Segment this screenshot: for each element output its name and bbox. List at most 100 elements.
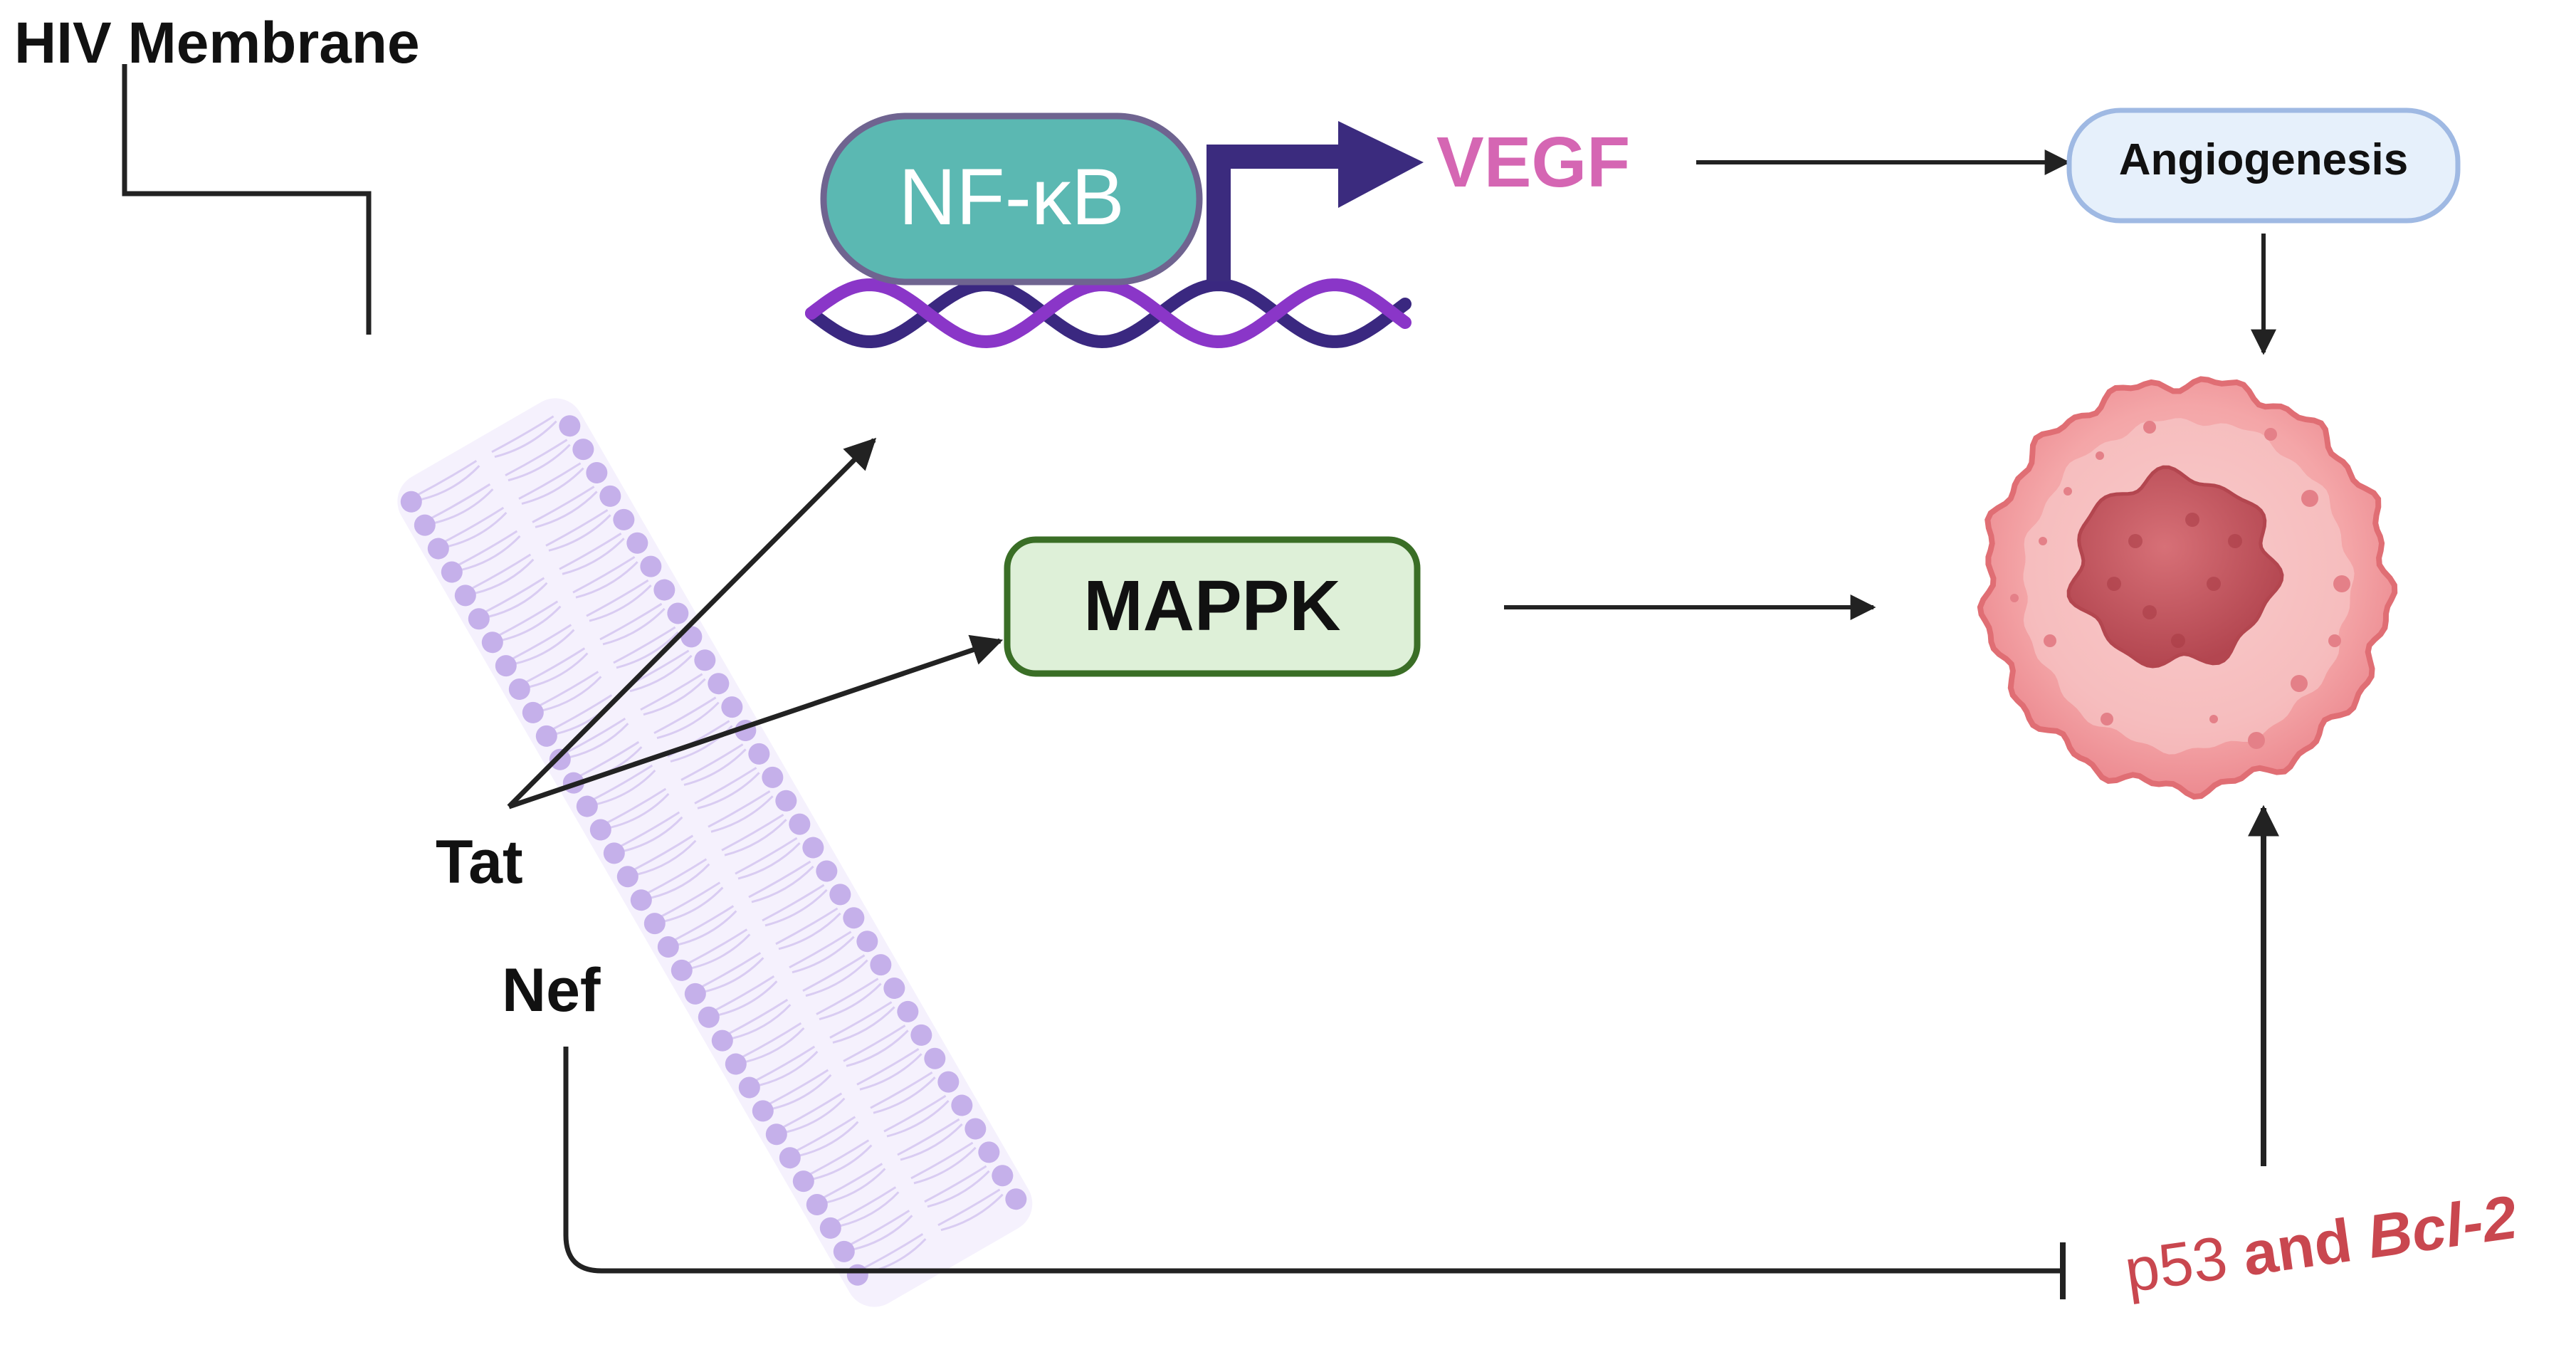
lipid-tail [819,983,882,1020]
lipid-tail [724,819,787,856]
lipid-tail [782,1092,843,1128]
lipid-tail [444,506,505,543]
lipid-head [789,813,811,835]
lipid-tail [515,629,575,665]
lipid-tail [910,1141,974,1180]
cell-granule [2064,487,2072,496]
lipid-tail [634,834,694,871]
lipid-tail [447,511,508,547]
cell-granule [2101,713,2113,725]
lipid-tail [609,792,670,829]
lipid-head [522,701,544,723]
angiogenesis-node: Angiogenesis [2066,108,2461,224]
lipid-tail [512,624,572,660]
lipid-head [765,1123,787,1146]
lipid-head [819,1217,841,1239]
lipid-head [924,1047,946,1069]
lipid-tail [501,605,562,641]
lipid-tail [539,671,599,707]
lipid-tail [458,530,518,566]
lipid-tail [778,912,841,950]
lipid-tail [525,647,586,683]
lipid-tail [728,998,789,1035]
lipid-tail [562,538,625,575]
lipid-head [748,743,770,765]
lipid-tail [575,561,638,599]
lipid-tail [690,933,751,970]
lipid-tail [650,863,710,899]
lipid-head [684,983,706,1005]
nucleus-granule [2171,634,2185,648]
cell-granule [2264,428,2277,441]
lipid-tail [927,1170,990,1208]
lipid-head [572,439,594,461]
lipid-tail [586,579,649,617]
tat-to-nfkb-arrow [507,437,877,809]
lipid-tail [528,652,589,688]
lipid-tail [653,696,717,735]
lipid-tail [674,905,735,941]
lipid-tail [589,585,652,622]
lipid-head [802,837,824,859]
lipid-tail [508,444,571,482]
lipid-head [883,978,905,1000]
lipid-head [626,532,648,554]
lipid-tail [710,795,774,833]
lipid-tail [775,907,838,945]
lipid-head [576,795,598,817]
lipid-head [992,1165,1014,1187]
lipid-head [978,1141,1000,1163]
lipid-head [752,1100,774,1122]
lipid-tail [826,1168,886,1204]
lipid-tail [431,483,491,520]
lipid-tail [863,1233,924,1269]
lipid-head [495,655,517,677]
lipid-tail [717,980,778,1017]
lipid-tail [542,676,602,712]
nef-label: Nef [502,956,601,1025]
lipid-head [599,485,621,507]
promoter-arrow-icon [1206,121,1424,281]
lipid-tail [518,462,582,500]
lipid-tail [532,486,595,523]
lipid-tail [843,1025,906,1062]
lipid-tail [731,1004,792,1040]
lipid-tail [494,420,557,459]
lipid-tail [735,837,798,875]
lipid-tail [613,626,676,664]
lipid-head [937,1071,960,1093]
lipid-head [694,649,716,671]
cell-granule [2248,732,2265,749]
lipid-tail [792,936,855,974]
lipid-head [549,748,571,770]
lipid-tail [789,931,852,969]
lipid-tail [846,1029,909,1067]
cell-granule [2291,675,2308,692]
lipid-tail [485,577,545,613]
angiogenesis-label: Angiogenesis [2119,135,2409,184]
lipid-tail [859,1053,922,1091]
tat-label: Tat [436,828,523,896]
lipid-tail [474,558,535,594]
lipid-tail [940,1193,1004,1232]
lipid-head [897,1000,919,1022]
hiv-membrane-label: HIV Membrane [14,11,420,75]
lipid-tail [620,811,680,847]
lipid-tail [569,723,629,759]
lipid-head [711,1029,733,1052]
lipid-tail [593,764,653,800]
lipid-tail [629,654,693,693]
lipid-tail [812,1144,873,1180]
lipid-tail [640,673,703,711]
lipid-tail [829,1001,893,1039]
lipid-tail [913,1146,977,1185]
lipid-tail [758,1050,819,1086]
lipid-tail [572,555,636,594]
lipid-tail [816,978,879,1015]
lipid-tail [796,1116,856,1152]
cell-granule [2328,634,2341,647]
lipid-head [640,555,662,577]
vegf-label: VEGF [1436,122,1630,202]
lipid-tail [737,842,801,880]
